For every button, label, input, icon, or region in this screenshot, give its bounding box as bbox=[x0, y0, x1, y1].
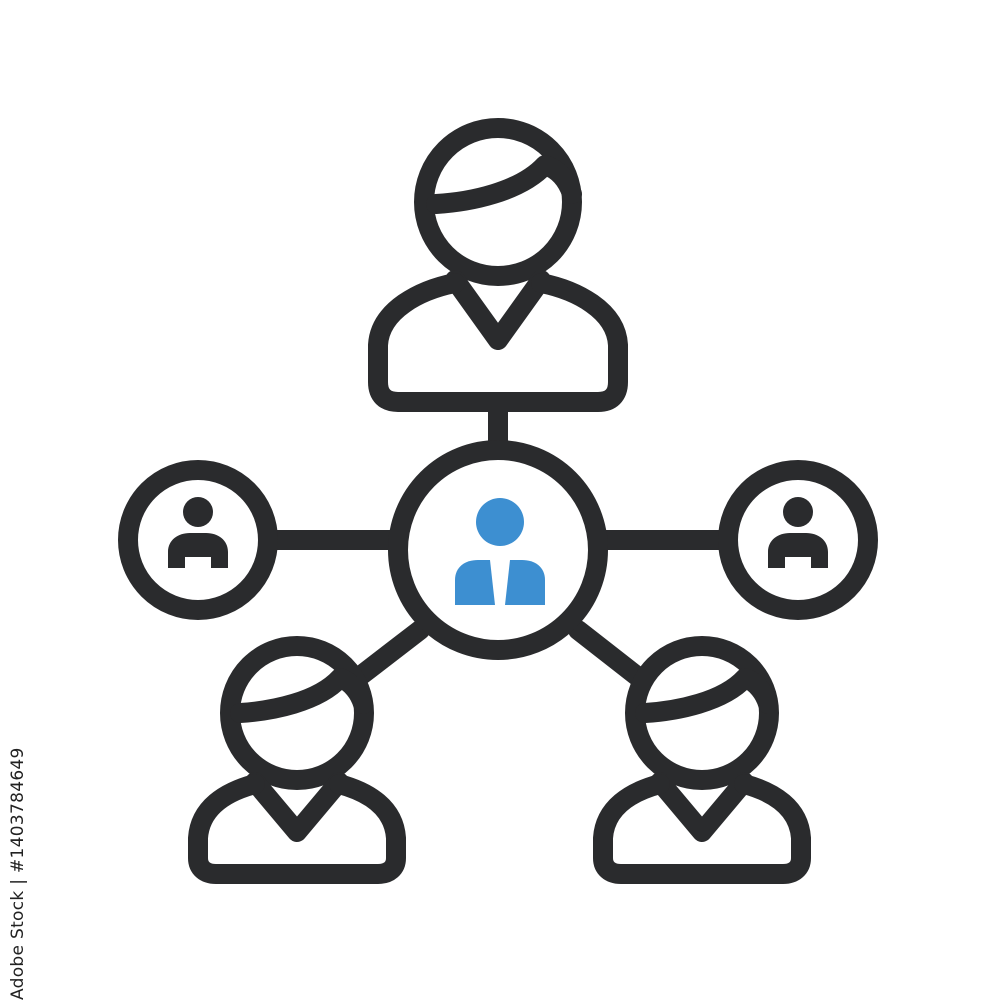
person-center-icon bbox=[455, 498, 545, 605]
person-bottom-right-icon bbox=[593, 636, 811, 884]
person-bottom-left-icon bbox=[188, 636, 406, 884]
person-top-icon bbox=[368, 118, 628, 412]
person-right-circle bbox=[718, 460, 878, 620]
person-right-icon bbox=[768, 497, 828, 568]
person-left-circle bbox=[118, 460, 278, 620]
connector-bottom-right bbox=[568, 620, 652, 690]
hub-circle bbox=[388, 440, 608, 660]
connector-bottom-left bbox=[345, 620, 430, 690]
person-left-icon bbox=[168, 497, 228, 568]
stock-id-label: Adobe Stock | #1403784649 bbox=[8, 747, 28, 1000]
